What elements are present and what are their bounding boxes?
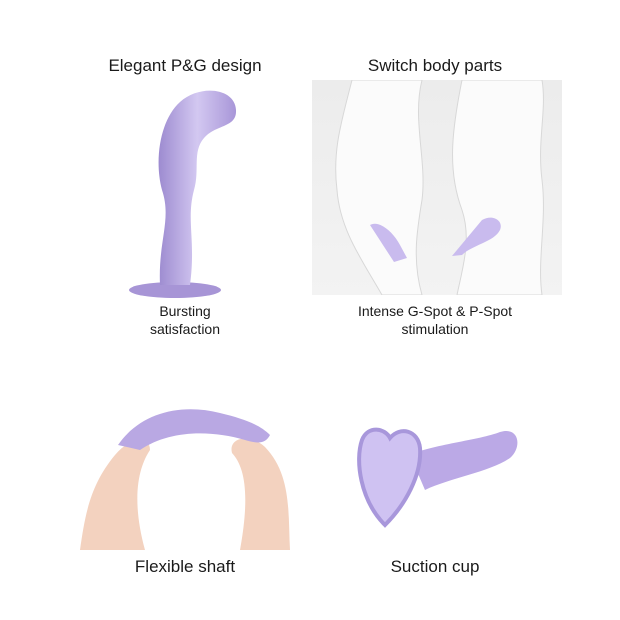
panel-subtitle-line1: Bursting: [159, 303, 211, 319]
panel-subtitle-line2: stimulation: [401, 321, 469, 337]
panel-subtitle-line2: satisfaction: [149, 321, 221, 337]
product-standing-image: [120, 80, 250, 300]
hands-bending-image: [60, 395, 310, 550]
body-silhouettes-image: [312, 79, 562, 296]
panel-title-flexible: Flexible shaft: [134, 557, 236, 576]
panel-subtitle-line1: Intense G-Spot & P-Spot: [357, 303, 513, 319]
suction-cup-image: [350, 420, 525, 530]
panel-title-suction: Suction cup: [390, 557, 480, 576]
panel-title-design: Elegant P&G design: [108, 56, 262, 75]
panel-title-body-parts: Switch body parts: [367, 56, 503, 75]
